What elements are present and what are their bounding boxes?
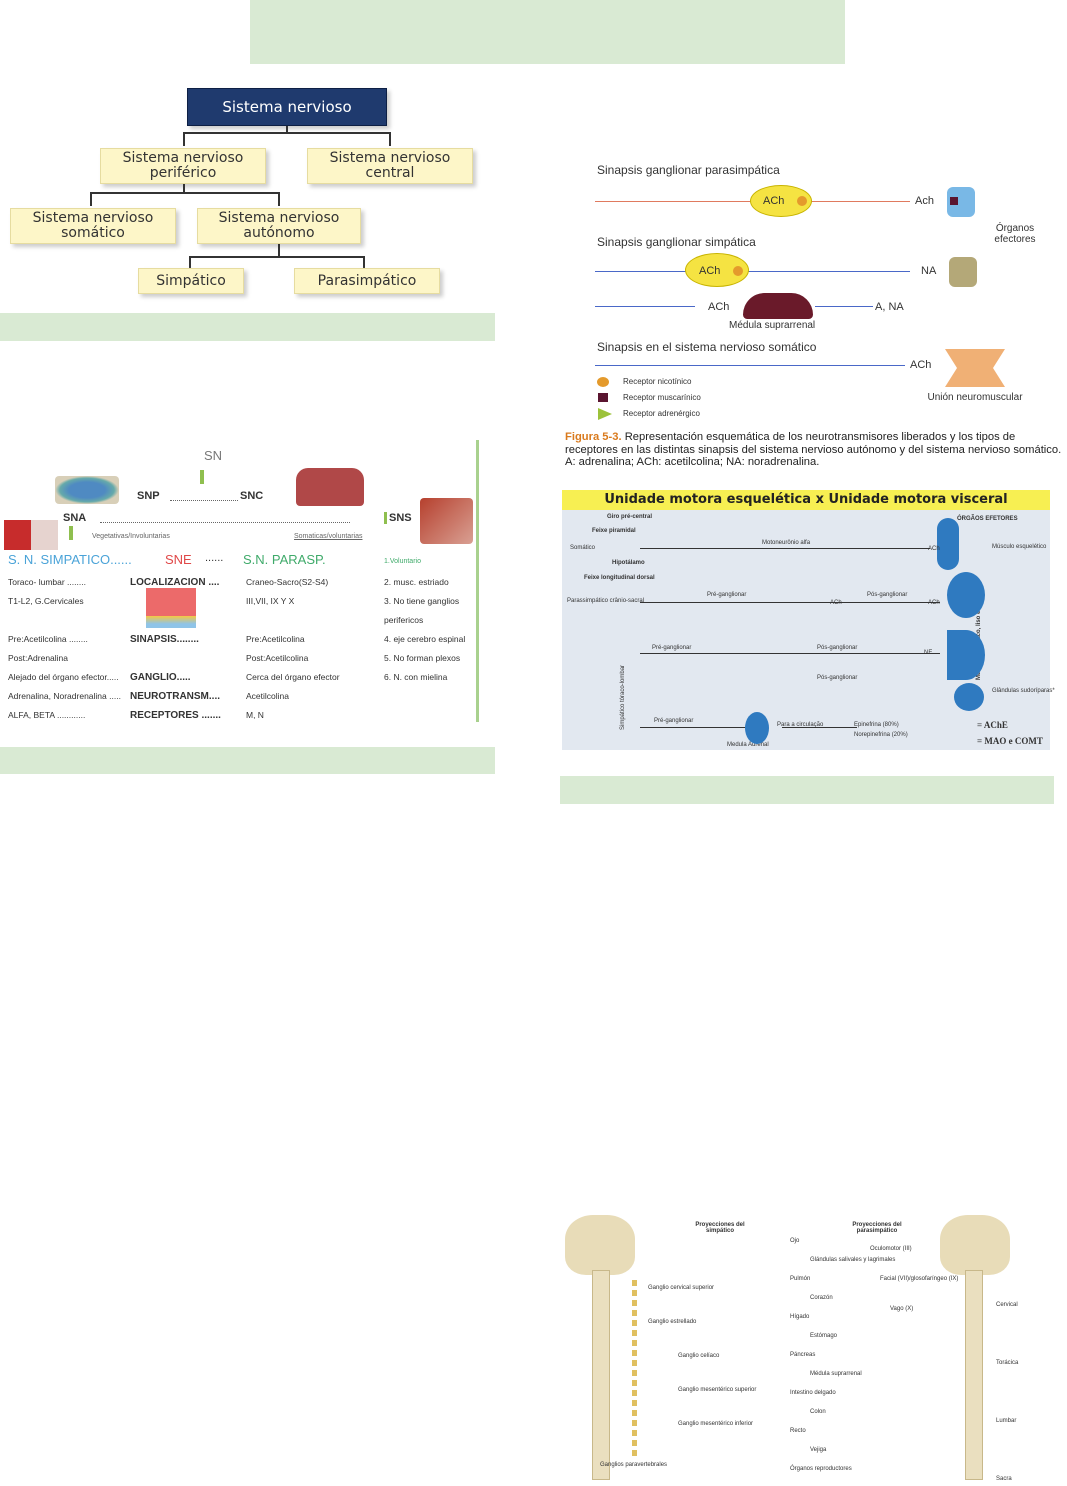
table-cell: NEUROTRANSM.... bbox=[130, 691, 220, 702]
ganglia-label: Ganglio estrellado bbox=[648, 1319, 697, 1325]
autonomic-anatomy-figure: Proyecciones del simpático Proyecciones … bbox=[560, 1210, 1050, 1486]
organs-label: Recto bbox=[790, 1428, 806, 1434]
table-cell: GANGLIO..... bbox=[130, 672, 191, 683]
organs-label: Hígado bbox=[790, 1314, 810, 1320]
table-cell: Post:Acetilcolina bbox=[246, 653, 309, 663]
organs-label: Páncreas bbox=[790, 1352, 816, 1358]
arm-image bbox=[420, 498, 473, 544]
ganglia-label: Ganglio mesentérico superior bbox=[678, 1387, 757, 1393]
figure-caption: Figura 5-3. Representación esquemática d… bbox=[565, 431, 1062, 468]
table-cell: Toraco- lumbar ........ bbox=[8, 577, 86, 587]
table-cell: 6. N. con mielina bbox=[384, 672, 448, 682]
brain-image bbox=[296, 468, 364, 506]
organs-label: Glándulas salivales y lagrimales bbox=[810, 1257, 896, 1263]
heart-image bbox=[4, 520, 58, 550]
node-somatico: Sistema nervioso somático bbox=[10, 208, 176, 244]
motor-unit-diagram: Unidade motora esquelética x Unidade mot… bbox=[562, 490, 1055, 750]
table-cell: Pre:Acetilcolina ........ bbox=[8, 634, 88, 644]
table-cell: 5. No forman plexos bbox=[384, 653, 461, 663]
node-periferico: Sistema nervioso periférico bbox=[100, 148, 266, 184]
table-cell: Craneo-Sacro(S2-S4) bbox=[246, 577, 329, 587]
ganglia-label: Ganglio mesentérico inferior bbox=[678, 1421, 754, 1427]
regions-label: Lumbar bbox=[996, 1418, 1017, 1424]
node-parasimpatico: Parasimpático bbox=[294, 268, 440, 294]
table-cell: SINAPSIS........ bbox=[130, 634, 199, 645]
organs-label: Corazón bbox=[810, 1295, 833, 1301]
organs-label: Ojo bbox=[790, 1238, 800, 1244]
regions-label: Torácica bbox=[996, 1360, 1019, 1366]
table-cell: 4. eje cerebro espinal bbox=[384, 634, 466, 644]
node-autonomo: Sistema nervioso autónomo bbox=[197, 208, 361, 244]
table-cell: M, N bbox=[246, 710, 264, 720]
organs-label: Médula suprarrenal bbox=[810, 1371, 862, 1377]
node-simpatico: Simpático bbox=[138, 268, 244, 294]
arrow-icon bbox=[200, 470, 204, 484]
caption-bar-3 bbox=[560, 776, 1054, 804]
synapse-figure: Sinapsis ganglionar parasimpática ACh Ac… bbox=[565, 155, 1065, 485]
table-cell: Acetilcolina bbox=[246, 691, 289, 701]
table-cell: 3. No tiene ganglios bbox=[384, 596, 460, 606]
organs-label: Estómago bbox=[810, 1333, 838, 1339]
table-cell: RECEPTORES ....... bbox=[130, 710, 221, 721]
ganglia-label: Ganglio celíaco bbox=[678, 1353, 720, 1359]
stomach-image bbox=[146, 588, 196, 628]
regions-label: Sacra bbox=[996, 1476, 1012, 1482]
organs-label: Vejiga bbox=[810, 1447, 827, 1453]
caption-bar-2 bbox=[0, 747, 495, 774]
table-cell: Adrenalina, Noradrenalina ..... bbox=[8, 691, 121, 701]
header-block bbox=[250, 0, 845, 64]
ganglia-label: Ganglios paravertebrales bbox=[600, 1462, 668, 1468]
table-cell: Pre:Acetilcolina bbox=[246, 634, 305, 644]
organs-label: Colon bbox=[810, 1409, 826, 1415]
nerves-label: Vago (X) bbox=[890, 1306, 914, 1312]
ganglia-label: Ganglio cervical superior bbox=[648, 1285, 715, 1291]
organs-label: Pulmón bbox=[790, 1276, 811, 1282]
table-cell: perifericos bbox=[384, 615, 424, 625]
table-cell: Cerca del órgano efector bbox=[246, 672, 340, 682]
nerves-label: Facial (VII)/glosofaríngeo (IX) bbox=[880, 1276, 959, 1282]
table-cell: LOCALIZACION .... bbox=[130, 577, 220, 588]
node-central: Sistema nervioso central bbox=[307, 148, 473, 184]
nervous-system-flowchart: Sistema nervioso Sistema nervioso perifé… bbox=[0, 80, 480, 305]
caption-bar-1 bbox=[0, 313, 495, 341]
diagram-title: Unidade motora esquelética x Unidade mot… bbox=[562, 490, 1050, 510]
table-cell: ALFA, BETA ............ bbox=[8, 710, 86, 720]
table-cell: 2. musc. estriado bbox=[384, 577, 449, 587]
table-cell: Alejado del órgano efector..... bbox=[8, 672, 119, 682]
comparison-table-image: SN SNP SNC SNA SNS Vegetativas/Involunta… bbox=[0, 440, 480, 722]
node-root: Sistema nervioso bbox=[187, 88, 387, 126]
nerves-label: Oculomotor (III) bbox=[870, 1246, 912, 1252]
table-cell: T1-L2, G.Cervicales bbox=[8, 596, 84, 606]
spinal-cord-image bbox=[55, 476, 119, 504]
organs-label: Órganos reproductores bbox=[790, 1466, 852, 1472]
table-cell: III,VII, IX Y X bbox=[246, 596, 295, 606]
organs-label: Intestino delgado bbox=[790, 1390, 836, 1396]
regions-label: Cervical bbox=[996, 1302, 1018, 1308]
table-cell: Post:Adrenalina bbox=[8, 653, 69, 663]
label-sn: SN bbox=[204, 448, 223, 463]
